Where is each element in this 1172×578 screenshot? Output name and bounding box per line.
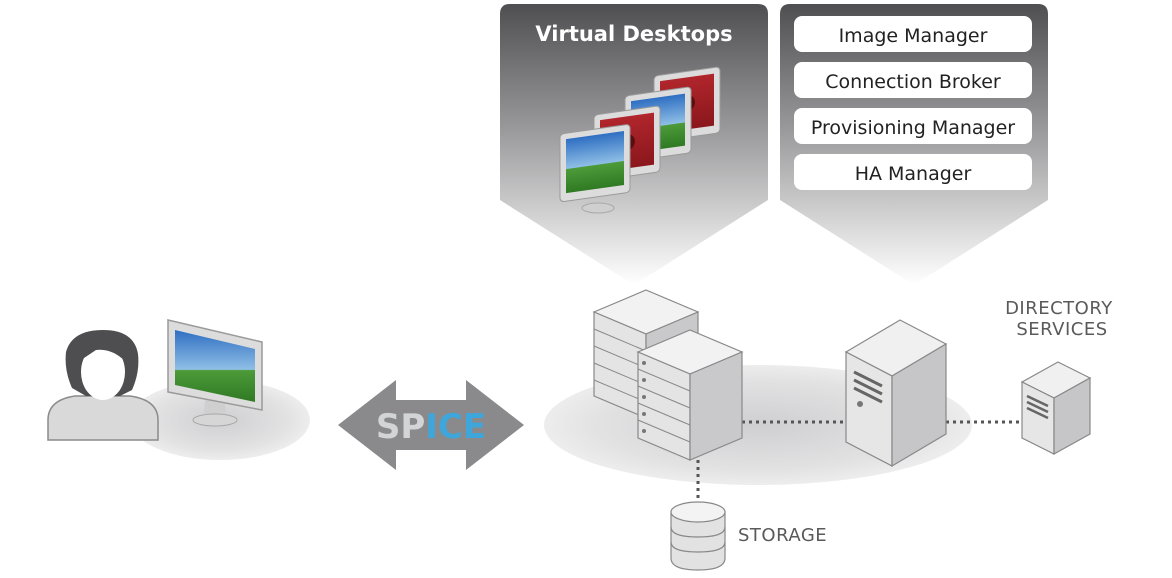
image-manager-label: Image Manager <box>839 25 988 47</box>
directory-services-label: DIRECTORY SERVICES <box>1005 298 1119 340</box>
user-icon <box>47 330 159 441</box>
image-manager-box: Image Manager <box>794 16 1032 52</box>
virtual-desktop-monitors <box>559 66 721 214</box>
virtual-desktops-panel: Virtual Desktops <box>500 4 768 285</box>
directory-services-line2: SERVICES <box>1016 319 1107 340</box>
connection-broker-label: Connection Broker <box>825 71 1001 93</box>
management-server-icon <box>844 319 948 468</box>
management-panel: Image Manager Connection Broker Provisio… <box>780 4 1048 285</box>
spice-arrow: SPICE <box>338 380 524 470</box>
host-servers-icon <box>592 289 744 461</box>
virtual-desktops-title: Virtual Desktops <box>535 22 732 46</box>
storage-label: STORAGE <box>738 525 827 546</box>
connection-broker-box: Connection Broker <box>794 62 1032 98</box>
provisioning-manager-label: Provisioning Manager <box>811 117 1015 139</box>
client-monitor-icon <box>167 319 263 427</box>
ha-manager-label: HA Manager <box>855 163 972 185</box>
client-user-group <box>47 319 310 460</box>
directory-services-line1: DIRECTORY <box>1005 298 1113 319</box>
spice-label-part1: SP <box>376 407 425 447</box>
directory-server-icon <box>1020 361 1092 456</box>
spice-label: SPICE <box>376 407 486 447</box>
spice-label-part2: ICE <box>425 407 486 447</box>
ha-manager-box: HA Manager <box>794 154 1032 190</box>
provisioning-manager-box: Provisioning Manager <box>794 108 1032 144</box>
desktop-monitor-1 <box>559 124 631 202</box>
host-server-front <box>636 329 744 461</box>
network-connections <box>696 420 1022 500</box>
storage-icon <box>670 501 726 571</box>
